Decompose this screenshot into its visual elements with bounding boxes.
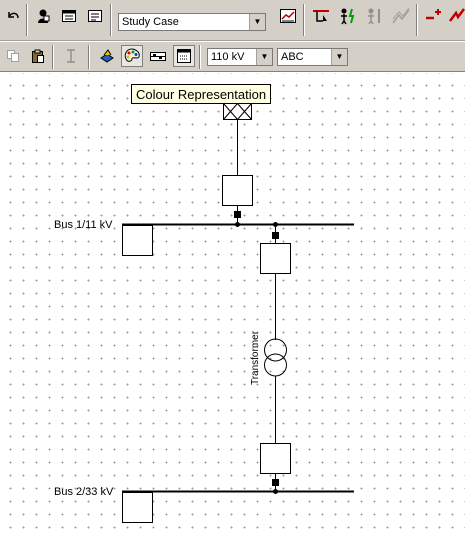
separator — [199, 45, 201, 69]
study-case-dropdown[interactable]: Study Case ▼ — [118, 13, 266, 31]
breaker[interactable] — [272, 232, 279, 239]
simulation-icon[interactable] — [364, 5, 386, 27]
phase-value: ABC — [281, 51, 304, 63]
data-manager-icon[interactable] — [58, 5, 80, 27]
breaker[interactable] — [272, 479, 279, 486]
chevron-down-icon[interactable]: ▼ — [249, 14, 265, 30]
undo-icon[interactable] — [2, 5, 24, 27]
copy-icon[interactable] — [2, 45, 24, 67]
grid-cubicle[interactable] — [222, 175, 253, 206]
diagram-svg: Bus 1/11 kV Bus 2/33 kV Transformer — [54, 103, 354, 523]
short-circuit-icon[interactable] — [337, 5, 359, 27]
bus2-result-box[interactable] — [122, 492, 153, 523]
text-cursor-icon[interactable] — [60, 45, 82, 67]
phase-dropdown[interactable]: ABC ▼ — [277, 48, 348, 66]
study-case-value: Study Case — [122, 16, 179, 28]
chevron-down-icon[interactable]: ▼ — [256, 49, 272, 65]
layers-icon[interactable] — [96, 45, 118, 67]
separator — [416, 4, 418, 36]
add-element-icon[interactable] — [422, 5, 444, 27]
main-toolbar: Study Case ▼ — [0, 0, 465, 41]
chevron-down-icon[interactable]: ▼ — [331, 49, 347, 65]
grid-options-icon[interactable] — [173, 45, 195, 67]
transformer-label: Transformer — [250, 330, 261, 385]
report-icon[interactable] — [84, 5, 106, 27]
external-grid[interactable] — [223, 103, 252, 120]
bus1-node — [235, 222, 240, 227]
voltage-level-value: 110 kV — [211, 51, 245, 63]
separator — [52, 45, 54, 69]
voltage-level-dropdown[interactable]: 110 kV ▼ — [207, 48, 273, 66]
tooltip: Colour Representation — [131, 84, 272, 104]
bus2-node — [273, 489, 278, 494]
user-icon[interactable] — [32, 5, 54, 27]
separator — [303, 4, 305, 36]
separator — [26, 4, 28, 36]
separator — [110, 4, 112, 36]
load-flow-icon[interactable] — [310, 5, 332, 27]
paste-icon[interactable] — [27, 45, 49, 67]
graphics-toolbar: 110 kV ▼ ABC ▼ — [0, 42, 465, 72]
transformer-symbol[interactable] — [264, 338, 287, 377]
chart-icon[interactable] — [277, 5, 299, 27]
breaker[interactable] — [234, 211, 241, 218]
fault-icon[interactable] — [446, 5, 465, 27]
bus1-result-box[interactable] — [122, 225, 153, 256]
bus1-label: Bus 1/11 kV — [54, 219, 113, 231]
colour-representation-icon[interactable] — [121, 45, 143, 67]
transformer-lv-cubicle[interactable] — [260, 443, 291, 474]
harmonics-icon[interactable] — [390, 5, 412, 27]
transformer-hv-cubicle[interactable] — [260, 243, 291, 274]
graphic-layout-icon[interactable] — [147, 45, 169, 67]
single-line-diagram-canvas[interactable]: Bus 1/11 kV Bus 2/33 kV Transformer — [0, 73, 465, 539]
separator — [88, 45, 90, 69]
bus2-label: Bus 2/33 kV — [54, 486, 114, 498]
